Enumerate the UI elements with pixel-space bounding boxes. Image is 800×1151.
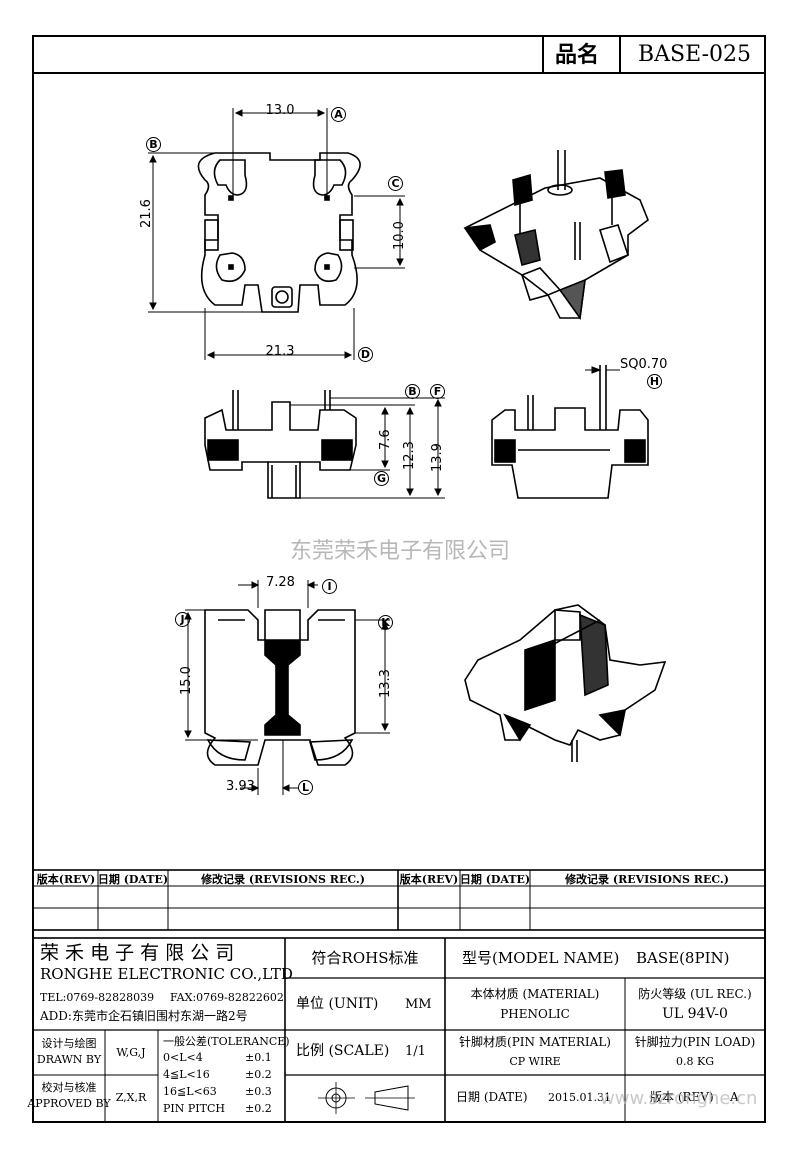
drawn-by-value: W,G,J [116, 1046, 146, 1059]
drawn-by-en: DRAWN BY [36, 1053, 102, 1066]
rev-header-1: 版本(REV) [36, 873, 96, 886]
rev-value: A [730, 1090, 739, 1104]
date-label: 日期 (DATE) [456, 1090, 528, 1104]
marker-k: K [378, 615, 393, 630]
pin-load-value: 0.8 KG [676, 1055, 714, 1068]
company-name-cn: 荣 禾 电 子 有 限 公 司 [40, 942, 235, 964]
part-number: BASE-025 [638, 42, 752, 67]
approved-by-en: APPROVED BY [27, 1097, 111, 1110]
marker-l: L [298, 780, 313, 795]
pin-material-label: 针脚材质(PIN MATERIAL) [459, 1035, 611, 1049]
approved-by-cn: 校对与核准 [41, 1081, 97, 1094]
scale-label: 比例 (SCALE) [296, 1043, 390, 1059]
dim-side-h1: 7.6 [378, 429, 393, 450]
title-name-label: 品名 [555, 42, 600, 68]
pin-load-label: 针脚拉力(PIN LOAD) [634, 1035, 756, 1049]
rev-header-2: 日期 (DATE) [97, 873, 169, 886]
iso-view-top [463, 150, 649, 321]
rev-header-6: 修改记录 (REVISIONS REC.) [565, 873, 729, 886]
scale-value: 1/1 [405, 1044, 426, 1059]
marker-b-top: B [146, 137, 161, 152]
tolerance-range-3: 16≦L<63 [163, 1085, 217, 1098]
top-view-dims [148, 108, 405, 360]
right-view [491, 365, 649, 499]
tolerance-title: 一般公差(TOLERANCE) [163, 1035, 290, 1048]
rev-header-4: 版本(REV) [399, 873, 459, 886]
date-value: 2015.01.31 [548, 1091, 611, 1104]
fire-rating-label: 防火等级 (UL REC.) [638, 987, 752, 1001]
marker-f: F [430, 384, 445, 399]
iso-view-bottom [464, 604, 667, 762]
dim-side-h3: 13.9 [430, 443, 445, 472]
drawn-by-cn: 设计与绘图 [41, 1037, 97, 1050]
dim-side-h2: 12.3 [402, 441, 417, 470]
tolerance-val-2: ±0.2 [245, 1068, 272, 1081]
revision-table [32, 869, 766, 931]
tolerance-val-3: ±0.3 [245, 1085, 272, 1098]
bottom-view [204, 609, 356, 766]
unit-value: MM [405, 997, 432, 1012]
dim-pin-sq: SQ0.70 [620, 357, 668, 372]
tolerance-val-1: ±0.1 [245, 1051, 272, 1064]
marker-b-side: B [405, 384, 420, 399]
company-tel: TEL:0769-82828039 [40, 991, 155, 1004]
company-name-en: RONGHE ELECTRONIC CO.,LTD [40, 965, 293, 983]
dim-top-width: 13.0 [265, 103, 295, 118]
dim-bottom-width: 21.3 [265, 344, 295, 359]
right-view-dims [585, 366, 620, 374]
dim-bottom-h-right: 13.3 [378, 669, 393, 698]
rohs-label: 符合ROHS标准 [311, 949, 419, 967]
title-block [32, 937, 766, 1123]
model-value: BASE(8PIN) [636, 949, 730, 967]
website-watermark: www.szronghe.cn [600, 1088, 758, 1109]
marker-i: I [322, 579, 337, 594]
company-address: ADD:东莞市企石镇旧围村东湖一路2号 [40, 1009, 248, 1023]
dim-height-right: 10.0 [392, 221, 407, 250]
marker-c: C [388, 176, 403, 191]
marker-j: J [175, 612, 190, 627]
rev-header-3: 修改记录 (REVISIONS REC.) [201, 873, 365, 886]
marker-g: G [374, 471, 389, 486]
top-view [197, 152, 361, 313]
marker-d: D [358, 347, 373, 362]
front-view-dims [290, 397, 445, 499]
dim-height-left: 21.6 [139, 199, 154, 228]
fire-rating-value: UL 94V-0 [662, 1006, 728, 1022]
rev-label: 版本 (REV) [650, 1090, 714, 1104]
tolerance-range-4: PIN PITCH [163, 1102, 225, 1115]
front-view [204, 390, 357, 499]
pin-material-value: CP WIRE [509, 1055, 561, 1068]
company-fax: FAX:0769-82822602 [170, 991, 284, 1004]
material-label: 本体材质 (MATERIAL) [470, 987, 600, 1001]
material-value: PHENOLIC [500, 1007, 570, 1021]
dim-bottom-offset: 3.93 [226, 779, 255, 794]
marker-h: H [647, 374, 662, 389]
tolerance-val-4: ±0.2 [245, 1102, 272, 1115]
rev-header-5: 日期 (DATE) [459, 873, 531, 886]
approved-by-value: Z,X,R [115, 1091, 147, 1104]
marker-a: A [331, 107, 346, 122]
tolerance-range-1: 0<L<4 [163, 1051, 203, 1064]
tolerance-range-2: 4≦L<16 [163, 1068, 210, 1081]
watermark: 东莞荣禾电子有限公司 [289, 539, 511, 564]
unit-label: 单位 (UNIT) [296, 996, 379, 1012]
dim-bottom-h-left: 15.0 [179, 666, 194, 695]
dim-bottom-gap: 7.28 [266, 575, 295, 590]
model-label: 型号(MODEL NAME) [462, 949, 620, 967]
